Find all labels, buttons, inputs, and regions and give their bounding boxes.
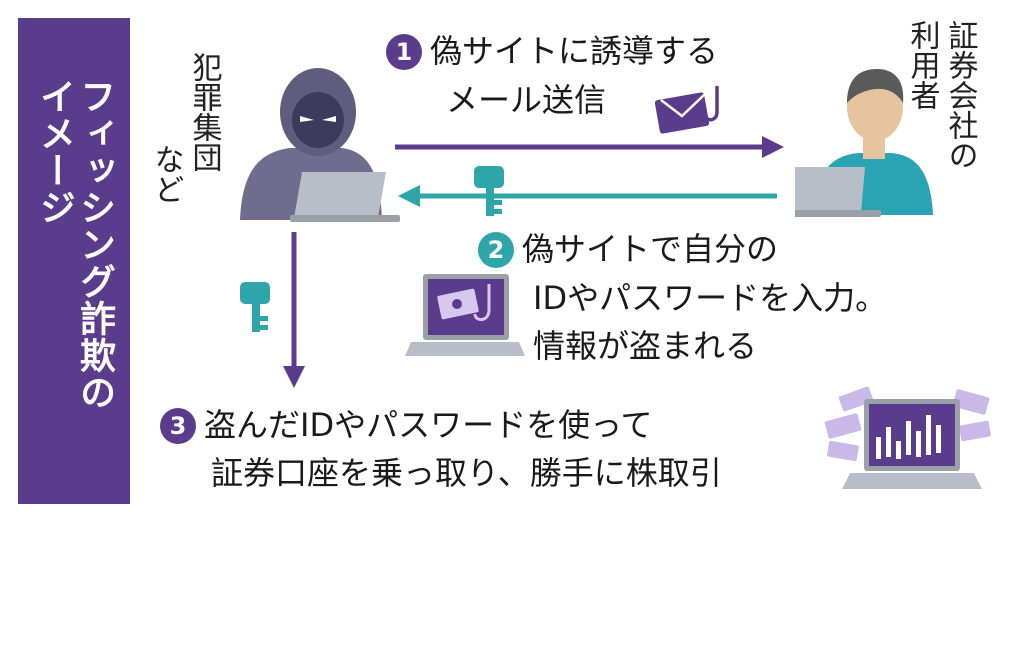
arrow-step1-head bbox=[762, 136, 784, 158]
user-label-col2: 利用者 bbox=[904, 20, 940, 110]
step1-line2: メール送信 bbox=[446, 81, 607, 119]
money-bill-icon bbox=[827, 440, 859, 462]
step2-line2: IDやパスワードを入力。 bbox=[533, 279, 888, 317]
hooded-criminal-icon bbox=[240, 68, 400, 222]
money-bill-icon bbox=[959, 420, 991, 442]
key-icon bbox=[474, 166, 504, 216]
key-icon bbox=[240, 282, 270, 332]
criminal-label-col1: 犯罪集団 bbox=[186, 52, 222, 172]
title-line-2: イメージ bbox=[34, 78, 75, 226]
laptop-icon bbox=[405, 274, 525, 356]
arrow-step3-head bbox=[283, 366, 305, 388]
step3-line2: 証券口座を乗っ取り、勝手に株取引 bbox=[211, 454, 722, 492]
user-person-icon bbox=[795, 69, 933, 217]
phishing-mail-hook-icon bbox=[655, 86, 719, 134]
arrow-step2-head bbox=[398, 185, 420, 207]
stock-chart-laptop-icon bbox=[824, 386, 991, 489]
step2-line3: 情報が盗まれる bbox=[533, 327, 758, 365]
criminal-label-col2: など bbox=[148, 144, 184, 204]
title-banner: フィッシング詐欺の イメージ bbox=[18, 18, 130, 504]
step1-number: 1 bbox=[386, 34, 422, 70]
money-bill-icon bbox=[838, 386, 874, 412]
step3-number: 3 bbox=[160, 408, 196, 444]
step2-number: 2 bbox=[478, 232, 514, 268]
title-line-1: フィッシング詐欺の bbox=[74, 78, 115, 411]
user-label-col1: 証券会社の bbox=[942, 20, 978, 170]
money-bill-icon bbox=[824, 413, 862, 439]
money-bill-icon bbox=[952, 389, 990, 415]
